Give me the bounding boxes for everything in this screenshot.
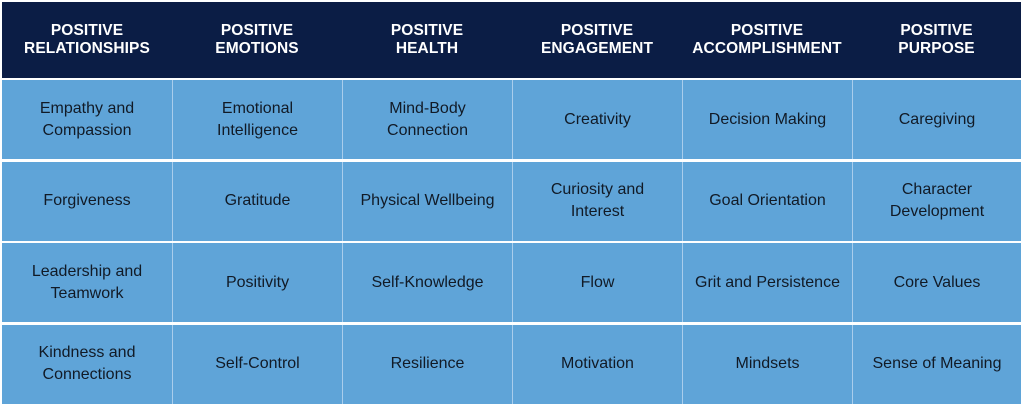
- table-cell: Mind-Body Connection: [342, 80, 512, 159]
- header-positive-purpose: POSITIVE PURPOSE: [898, 22, 975, 57]
- table-cell: Self-Control: [172, 324, 342, 404]
- table-cell: Decision Making: [682, 80, 852, 159]
- table-cell: Emotional Intelligence: [172, 80, 342, 159]
- table-cell: Curiosity and Interest: [512, 161, 682, 241]
- table-cell: Gratitude: [172, 161, 342, 241]
- table-cell: Mindsets: [682, 324, 852, 404]
- table-cell: Empathy and Compassion: [39, 99, 135, 139]
- header-positive-relationships: POSITIVE RELATIONSHIPS: [24, 22, 150, 57]
- table-row: Empathy and Compassion Emotional Intelli…: [2, 80, 1021, 159]
- header-positive-accomplishment: POSITIVE ACCOMPLISHMENT: [692, 22, 842, 57]
- table-cell: Goal Orientation: [682, 161, 852, 241]
- table-cell: Character Development: [852, 161, 1021, 241]
- header-positive-health: POSITIVE HEALTH: [390, 22, 464, 57]
- table-row: Kindness and Connections Self-Control Re…: [2, 324, 1021, 404]
- table-cell: Caregiving: [852, 80, 1021, 159]
- table-cell: Resilience: [342, 324, 512, 404]
- table-cell: Leadership and Teamwork: [31, 262, 143, 302]
- table-cell: Flow: [512, 243, 682, 322]
- header-positive-engagement: POSITIVE ENGAGEMENT: [540, 22, 654, 57]
- table-cell: Creativity: [512, 80, 682, 159]
- table-row: Leadership and Teamwork Positivity Self-…: [2, 243, 1021, 322]
- table-cell: Grit and Persistence: [682, 243, 852, 322]
- table-cell: Sense of Meaning: [852, 324, 1021, 404]
- header-positive-emotions: POSITIVE EMOTIONS: [215, 22, 299, 57]
- table-cell: Physical Wellbeing: [342, 161, 512, 241]
- table-row: Forgiveness Gratitude Physical Wellbeing…: [2, 161, 1021, 241]
- table-cell: Positivity: [172, 243, 342, 322]
- table-cell: Self-Knowledge: [342, 243, 512, 322]
- table-header: POSITIVE RELATIONSHIPS POSITIVE EMOTIONS…: [2, 2, 1021, 78]
- table-cell: Kindness and Connections: [38, 344, 136, 383]
- table-cell: Core Values: [852, 243, 1021, 322]
- table-cell: Forgiveness: [43, 192, 131, 209]
- table-cell: Motivation: [512, 324, 682, 404]
